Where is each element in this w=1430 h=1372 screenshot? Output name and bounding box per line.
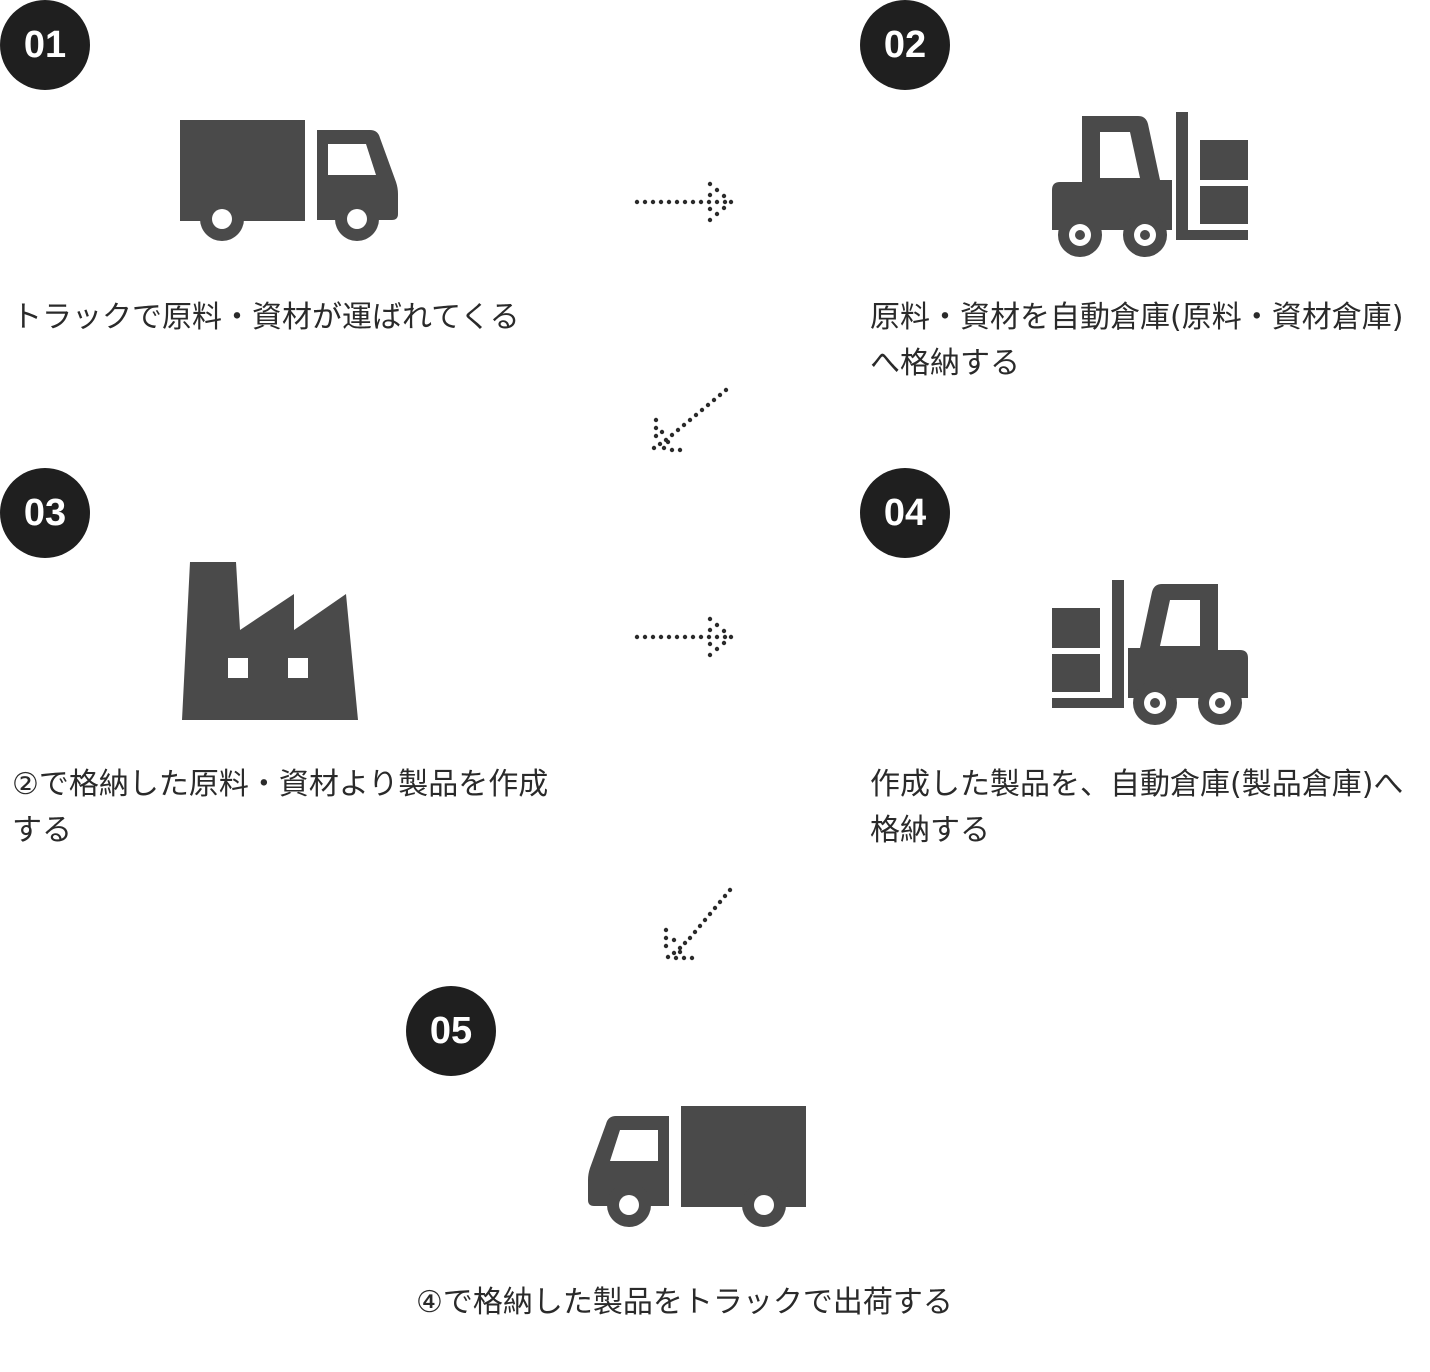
forklift-icon	[1050, 578, 1250, 726]
step-number-badge: 05	[406, 986, 496, 1076]
step-number-badge: 03	[0, 468, 90, 558]
step-caption: 作成した製品を、自動倉庫(製品倉庫)へ格納する	[870, 767, 1404, 848]
step-number-badge: 04	[860, 468, 950, 558]
dotted-diagonal-arrow-icon	[656, 884, 740, 964]
dotted-diagonal-arrow-icon	[646, 384, 736, 456]
forklift-icon	[1050, 110, 1250, 258]
truck-icon	[586, 1104, 808, 1230]
step-number-badge: 01	[0, 0, 90, 90]
step-caption: ④で格納した製品をトラックで出荷する	[416, 1285, 953, 1320]
truck-icon	[180, 118, 402, 244]
step-caption: トラックで原料・資材が運ばれてくる	[12, 300, 520, 335]
factory-icon	[180, 560, 360, 722]
step-caption: ②で格納した原料・資材より製品を作成する	[12, 767, 549, 848]
step-number-badge: 02	[860, 0, 950, 90]
dotted-right-arrow-icon	[632, 180, 736, 226]
dotted-right-arrow-icon	[632, 615, 736, 661]
step-caption: 原料・資材を自動倉庫(原料・資材倉庫)へ格納する	[870, 300, 1404, 381]
